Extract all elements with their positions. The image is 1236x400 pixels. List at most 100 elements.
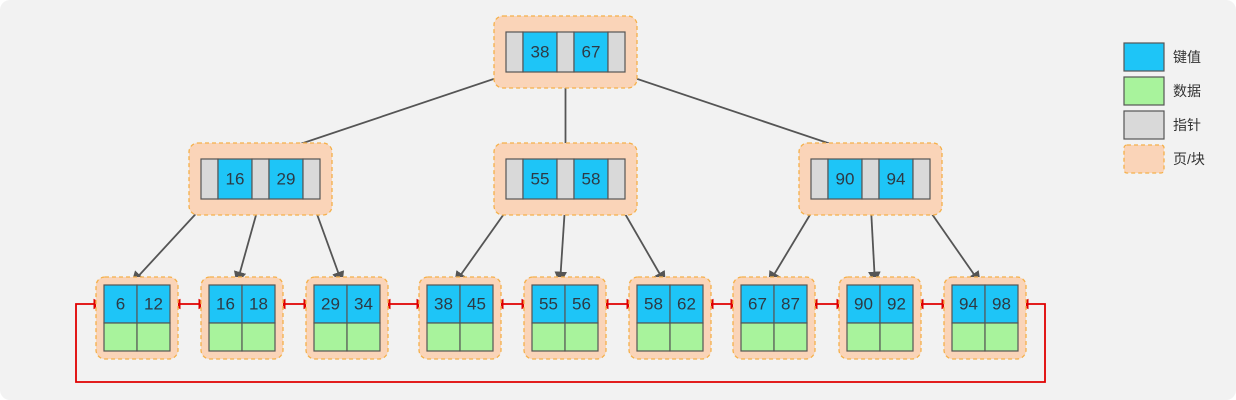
key-value: 58 [644,295,663,314]
data-cell [564,322,599,352]
pointer-cell [861,158,880,200]
internal-node: 90 94 [798,142,943,216]
key-value: 98 [992,295,1011,314]
key-value: 34 [354,295,373,314]
data-cell [136,322,171,352]
key-cell [879,284,914,324]
legend-label: 页/块 [1173,151,1205,167]
key-value: 87 [781,295,800,314]
key-value: 94 [887,170,906,189]
leaf-wrap-link [75,298,1046,383]
key-cell [951,284,986,324]
key-cell [984,284,1019,324]
data-cell [846,322,881,352]
key-value: 16 [226,170,245,189]
data-cell [208,322,243,352]
key-value: 12 [144,295,163,314]
key-value: 38 [531,43,550,62]
legend-swatch [1123,76,1165,106]
data-cell [879,322,914,352]
pointer-cell [556,158,575,200]
key-value: 38 [434,295,453,314]
key-cell [103,284,138,324]
data-cell [636,322,671,352]
leaf-node: 58 62 [628,276,712,360]
leaf-node: 6 12 [95,276,179,360]
key-cell [573,31,609,73]
data-cell [740,322,775,352]
leaf-node: 55 56 [523,276,607,360]
key-value: 67 [748,295,767,314]
legend-swatch [1123,42,1165,72]
key-value: 18 [249,295,268,314]
key-value: 92 [887,295,906,314]
key-cell [208,284,243,324]
data-cell [426,322,461,352]
leaf-node: 29 34 [305,276,389,360]
key-value: 90 [836,170,855,189]
pointer-cell [302,158,321,200]
key-cell [669,284,704,324]
leaf-node: 90 92 [838,276,922,360]
data-cell [531,322,566,352]
legend-item-page: 页/块 [1123,144,1205,174]
data-cell [241,322,276,352]
key-value: 58 [582,170,601,189]
tree-edge [616,71,871,160]
key-value: 90 [854,295,873,314]
leaf-node: 94 98 [943,276,1027,360]
pointer-cell [912,158,931,200]
key-value: 16 [216,295,235,314]
key-cell [241,284,276,324]
key-value: 55 [539,295,558,314]
legend-label: 数据 [1173,83,1201,99]
key-value: 94 [959,295,978,314]
key-cell [827,158,863,200]
data-cell [459,322,494,352]
legend-item-pointer: 指针 [1123,110,1201,140]
key-cell [573,158,609,200]
pointer-cell [607,158,626,200]
pointer-cell [505,31,524,73]
key-cell [136,284,171,324]
internal-node: 55 58 [493,142,638,216]
data-cell [984,322,1019,352]
data-cell [669,322,704,352]
key-cell [531,284,566,324]
key-value: 67 [582,43,601,62]
key-value: 62 [677,295,696,314]
legend-swatch [1123,144,1165,174]
legend-label: 指针 [1173,117,1201,133]
root-node: 38 67 [493,15,638,89]
data-cell [346,322,381,352]
pointer-cell [505,158,524,200]
data-cell [103,322,138,352]
pointer-cell [810,158,829,200]
key-value: 6 [116,295,125,314]
key-cell [636,284,671,324]
pointer-cell [607,31,626,73]
key-value: 29 [321,295,340,314]
pointer-cell [251,158,270,200]
key-value: 56 [572,295,591,314]
data-cell [951,322,986,352]
key-cell [522,31,558,73]
key-value: 29 [277,170,296,189]
pointer-cell [200,158,219,200]
legend-label: 键值 [1173,49,1201,65]
key-value: 55 [531,170,550,189]
legend-swatch [1123,110,1165,140]
key-cell [522,158,558,200]
legend-item-data: 数据 [1123,76,1201,106]
data-cell [773,322,808,352]
leaf-node: 67 87 [732,276,816,360]
data-cell [313,322,348,352]
pointer-cell [556,31,575,73]
